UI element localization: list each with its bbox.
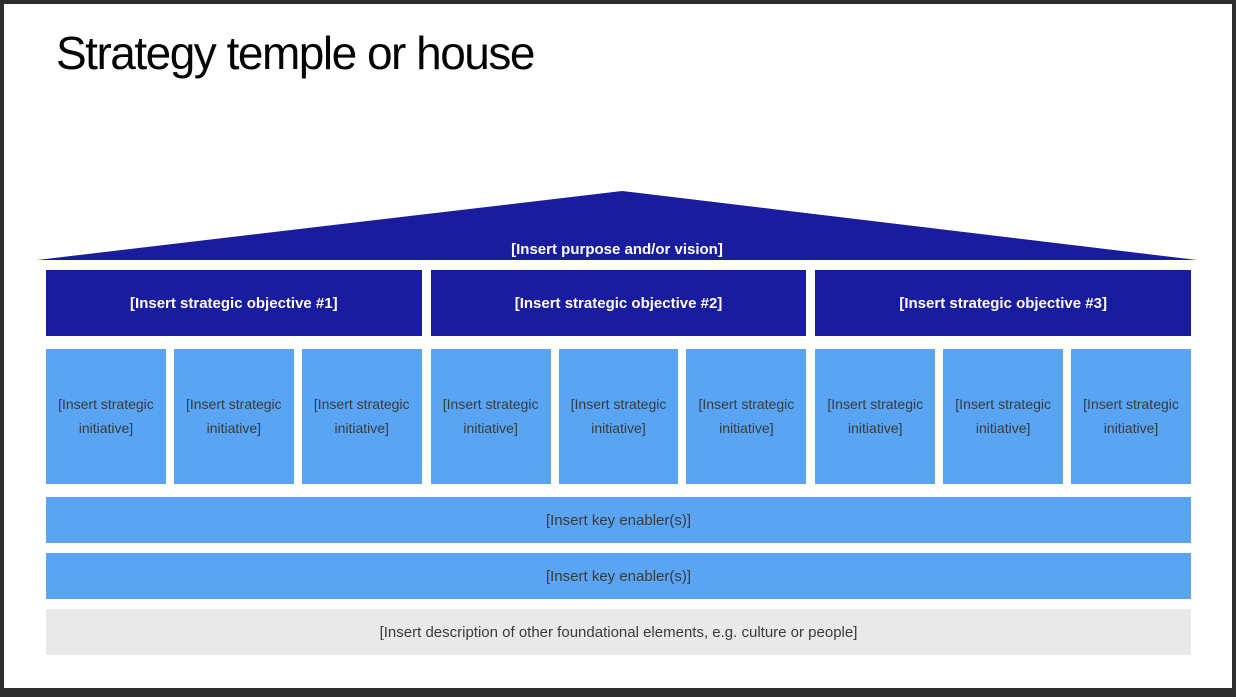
initiative-box: [Insert strategic initiative] — [430, 349, 551, 484]
roof-triangle-icon — [37, 191, 1197, 260]
initiative-box: [Insert strategic initiative] — [173, 349, 294, 484]
objectives-row: [Insert strategic objective #1] [Insert … — [46, 270, 1191, 336]
foundation-bar: [Insert description of other foundationa… — [46, 609, 1191, 655]
initiative-box: [Insert strategic initiative] — [558, 349, 679, 484]
initiative-box: [Insert strategic initiative] — [46, 349, 166, 484]
slide-title: Strategy temple or house — [56, 27, 535, 79]
initiatives-row: [Insert strategic initiative] [Insert st… — [46, 349, 1191, 484]
objective-header-1: [Insert strategic objective #1] — [46, 270, 422, 336]
roof-shape: [Insert purpose and/or vision] — [37, 191, 1197, 260]
purpose-vision-placeholder: [Insert purpose and/or vision] — [511, 241, 723, 258]
initiative-group-2: [Insert strategic initiative] [Insert st… — [430, 349, 807, 484]
initiative-box: [Insert strategic initiative] — [1071, 349, 1191, 484]
objective-header-3: [Insert strategic objective #3] — [815, 270, 1191, 336]
objective-header-2: [Insert strategic objective #2] — [430, 270, 807, 336]
initiative-group-3: [Insert strategic initiative] [Insert st… — [815, 349, 1191, 484]
key-enabler-bar-1: [Insert key enabler(s)] — [46, 497, 1191, 543]
initiative-group-1: [Insert strategic initiative] [Insert st… — [46, 349, 422, 484]
initiative-box: [Insert strategic initiative] — [815, 349, 936, 484]
slide-canvas: Strategy temple or house [Insert purpose… — [4, 4, 1232, 688]
initiative-box: [Insert strategic initiative] — [943, 349, 1064, 484]
initiative-box: [Insert strategic initiative] — [686, 349, 807, 484]
key-enabler-bar-2: [Insert key enabler(s)] — [46, 553, 1191, 599]
initiative-box: [Insert strategic initiative] — [301, 349, 422, 484]
